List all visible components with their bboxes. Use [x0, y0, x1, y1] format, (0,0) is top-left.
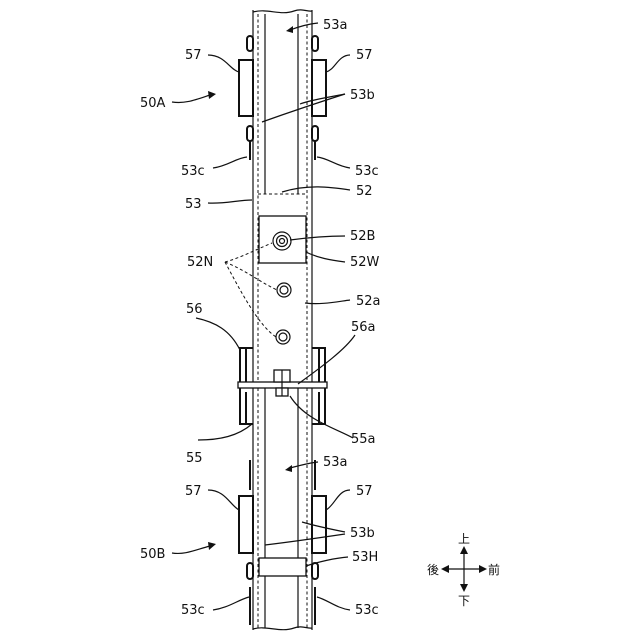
- washer-plate-52W: [259, 216, 306, 263]
- rivet: [247, 126, 253, 141]
- upper-bracket-group: [239, 36, 326, 160]
- label-50A: 50A: [140, 96, 166, 111]
- label-56a: 56a: [351, 320, 376, 335]
- arrow-down-icon: [460, 584, 468, 592]
- direction-compass: 上 下 後 前: [427, 532, 500, 608]
- rivet: [247, 563, 253, 579]
- label-57-top-left: 57: [185, 48, 202, 63]
- rivet: [312, 36, 318, 51]
- label-55: 55: [186, 451, 203, 466]
- label-55a: 55a: [351, 432, 376, 447]
- label-57-top-right: 57: [356, 48, 373, 63]
- clamp-56: [238, 348, 327, 424]
- bracket-57-bottom-right: [312, 496, 326, 553]
- label-53c-top-left: 53c: [181, 164, 205, 179]
- label-50B: 50B: [140, 547, 165, 562]
- rivet: [312, 126, 318, 141]
- labels: 53a 57 57 50A 53b 53c 53c 52 53 52B 52N …: [140, 18, 381, 618]
- arrow-right-icon: [479, 565, 487, 573]
- label-52a: 52a: [356, 294, 381, 309]
- label-53a-bottom: 53a: [323, 455, 348, 470]
- direction-back-label: 後: [427, 563, 439, 577]
- rivet: [312, 563, 318, 579]
- label-53b-bottom: 53b: [350, 526, 375, 541]
- label-57-bottom-right: 57: [356, 484, 373, 499]
- label-53H: 53H: [352, 550, 378, 565]
- label-52: 52: [356, 184, 373, 199]
- hole-53H: [259, 558, 306, 576]
- label-53: 53: [185, 197, 202, 212]
- rivet: [247, 36, 253, 51]
- arrow-left-icon: [441, 565, 449, 573]
- label-53b-top: 53b: [350, 88, 375, 103]
- label-56: 56: [186, 302, 203, 317]
- label-52W: 52W: [350, 255, 380, 270]
- direction-up-label: 上: [458, 532, 470, 546]
- direction-down-label: 下: [458, 594, 470, 608]
- label-53a-top: 53a: [323, 18, 348, 33]
- direction-front-label: 前: [488, 562, 500, 577]
- label-57-bottom-left: 57: [185, 484, 202, 499]
- nuts-52N: [276, 283, 291, 344]
- bracket-57-top-right: [312, 60, 326, 116]
- label-52N: 52N: [187, 255, 213, 270]
- nut: [277, 283, 291, 297]
- bracket-57-bottom-left: [239, 496, 253, 553]
- label-53c-bottom-right: 53c: [355, 603, 379, 618]
- label-53c-top-right: 53c: [355, 164, 379, 179]
- label-52B: 52B: [350, 229, 375, 244]
- label-53c-bottom-left: 53c: [181, 603, 205, 618]
- arrow-up-icon: [460, 546, 468, 554]
- bracket-57-top-left: [239, 60, 253, 116]
- nut: [276, 330, 290, 344]
